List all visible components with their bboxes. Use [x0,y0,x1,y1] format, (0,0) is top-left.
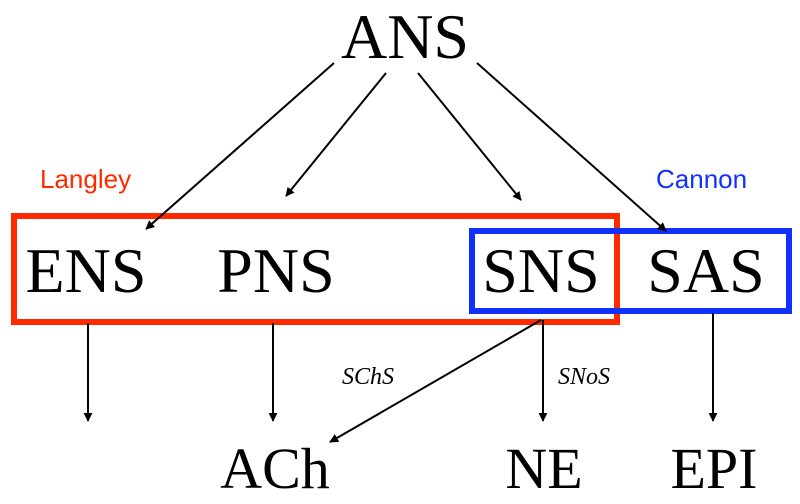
arrow-sns-to-ach [329,319,542,443]
cannon-group-box [469,228,792,314]
node-pns: PNS [217,235,334,306]
node-ans: ANS [341,1,469,72]
node-epi: EPI [671,436,758,501]
arrow-ans-to-pns [285,72,387,197]
node-sas: SAS [647,235,764,306]
langley-label: Langley [40,164,131,194]
node-sns: SNS [482,235,599,306]
edge-label-snos: SNoS [558,364,610,390]
langley-group-box [11,213,620,325]
cannon-label: Cannon [656,164,747,194]
arrow-ans-to-ens [145,62,335,230]
node-ach: ACh [220,436,330,501]
edge-label-schs: SChS [342,364,394,390]
node-ens: ENS [26,235,147,306]
arrow-ans-to-sas [476,62,667,232]
node-ne: NE [505,436,582,501]
arrow-ans-to-sns [417,72,522,201]
